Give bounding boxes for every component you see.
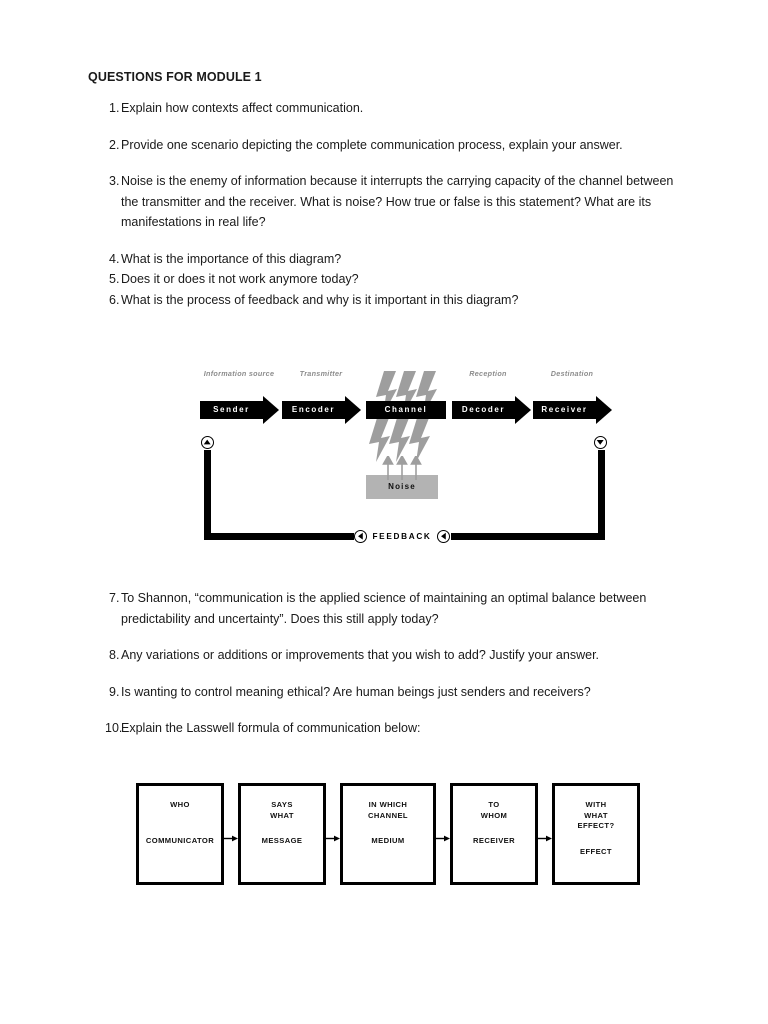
- question-number: 10.: [105, 721, 123, 735]
- label-transmitter: Transmitter: [299, 369, 343, 378]
- page-title: QUESTIONS FOR MODULE 1: [88, 70, 262, 84]
- feedback-label: FEEDBACK: [368, 530, 436, 543]
- spacer: [88, 155, 688, 171]
- feedback-bar-left: [204, 533, 354, 540]
- spacer: [88, 233, 688, 249]
- question-number: 5.: [109, 272, 120, 286]
- receiver-label: Receiver: [541, 405, 588, 414]
- spacer: [88, 629, 688, 645]
- lasswell-box-bottom-label: MEDIUM: [371, 836, 405, 845]
- question-item: 4. What is the importance of this diagra…: [88, 249, 688, 270]
- noise-bolt-top-icon: [376, 371, 437, 415]
- question-item: 3. Noise is the enemy of information bec…: [88, 171, 688, 233]
- arrow-body: [282, 401, 345, 419]
- lasswell-box-bottom-label: RECEIVER: [472, 836, 516, 845]
- question-number: 4.: [109, 251, 120, 266]
- spacer: [88, 666, 688, 682]
- question-number: 7.: [109, 591, 120, 605]
- lasswell-box-bottom-label: EFFECT: [580, 847, 612, 856]
- feedback-left-arm: [204, 450, 211, 540]
- lasswell-box-bottom-label: MESSAGE: [261, 836, 303, 845]
- shannon-weaver-diagram: Information source Transmitter Reception…: [196, 369, 612, 550]
- chevron-down-circle-icon: [594, 436, 607, 449]
- decoder-arrow: Decoder: [452, 396, 531, 424]
- chevron-up-circle-icon: [201, 436, 214, 449]
- noise-feed-arrows-icon: [382, 456, 422, 480]
- question-item: 9. Is wanting to control meaning ethical…: [88, 682, 688, 703]
- feedback-right-arm: [598, 450, 605, 540]
- arrow-body: [533, 401, 596, 419]
- arrow-body: [200, 401, 263, 419]
- feedback-bar-right: [451, 533, 605, 540]
- question-number: 3.: [109, 174, 120, 188]
- question-item: 5. Does it or does it not work anymore t…: [88, 269, 688, 290]
- encoder-arrow: Encoder: [282, 396, 361, 424]
- question-text: Provide one scenario depicting the compl…: [121, 137, 623, 152]
- label-reception: Reception: [469, 369, 507, 378]
- question-number: 6.: [109, 292, 120, 307]
- channel-box: Channel: [366, 401, 446, 419]
- chevron-left-circle-icon: [354, 530, 367, 543]
- question-text: What is the importance of this diagram?: [121, 251, 342, 266]
- decoder-label: Decoder: [461, 405, 506, 414]
- encoder-label: Encoder: [291, 405, 336, 414]
- connector-arrow-icon: [224, 835, 238, 842]
- lasswell-box-bottom-label: COMMUNICATOR: [145, 836, 215, 845]
- label-destination: Destination: [550, 369, 594, 378]
- question-number: 9.: [109, 684, 120, 699]
- noise-bolt-bottom-icon: [369, 418, 430, 462]
- connector-arrow-icon: [436, 835, 450, 842]
- spacer: [88, 119, 688, 135]
- question-number: 2.: [109, 137, 120, 152]
- lasswell-box-top-label: WHO: [170, 800, 190, 809]
- connector-arrow-icon: [326, 835, 340, 842]
- arrow-head-icon: [596, 396, 612, 424]
- arrow-head-icon: [345, 396, 361, 424]
- arrow-body: [452, 401, 515, 419]
- spacer: [88, 702, 688, 718]
- connector-arrow-icon: [538, 835, 552, 842]
- question-number: 8.: [109, 648, 120, 662]
- questions-list: 1. Explain how contexts affect communica…: [88, 98, 688, 310]
- question-text: To Shannon, “communication is the applie…: [121, 591, 647, 626]
- question-text: What is the process of feedback and why …: [121, 292, 519, 307]
- sender-label: Sender: [213, 405, 250, 414]
- question-number: 1.: [109, 101, 120, 115]
- question-text: Explain how contexts affect communicatio…: [121, 101, 364, 115]
- question-item: 7. To Shannon, “communication is the app…: [88, 588, 688, 629]
- question-text: Explain the Lasswell formula of communic…: [121, 721, 421, 735]
- sender-arrow: Sender: [200, 396, 279, 424]
- question-text: Noise is the enemy of information becaus…: [121, 174, 674, 229]
- question-item: 1. Explain how contexts affect communica…: [88, 98, 688, 119]
- questions-list-lower: 7. To Shannon, “communication is the app…: [88, 588, 688, 739]
- question-item: 2. Provide one scenario depicting the co…: [88, 135, 688, 156]
- question-text: Any variations or additions or improveme…: [121, 648, 600, 662]
- question-text: Is wanting to control meaning ethical? A…: [121, 684, 591, 699]
- question-item: 10. Explain the Lasswell formula of comm…: [88, 718, 688, 739]
- label-information-source: Information source: [203, 369, 275, 378]
- arrow-head-icon: [515, 396, 531, 424]
- receiver-arrow: Receiver: [533, 396, 612, 424]
- question-item: 6. What is the process of feedback and w…: [88, 290, 688, 311]
- question-text: Does it or does it not work anymore toda…: [121, 272, 359, 286]
- chevron-left-circle-icon: [437, 530, 450, 543]
- lasswell-box-who: WHO COMMUNICATOR: [136, 783, 224, 885]
- question-item: 8. Any variations or additions or improv…: [88, 645, 688, 666]
- arrow-head-icon: [263, 396, 279, 424]
